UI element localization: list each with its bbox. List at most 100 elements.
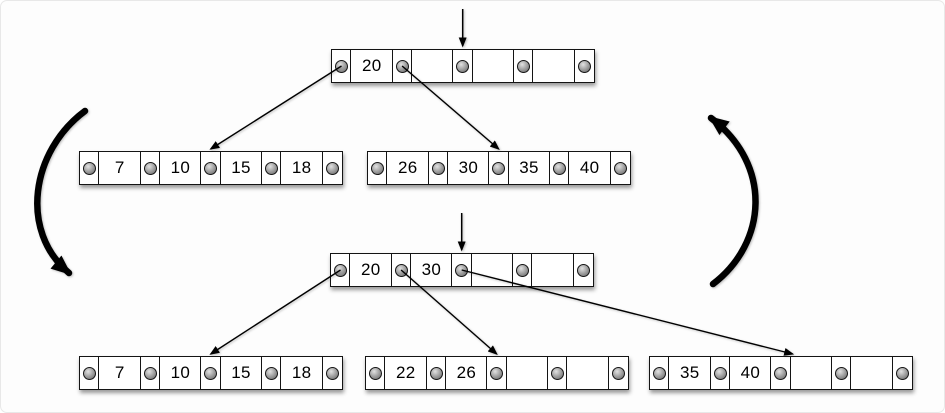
pointer-dot — [325, 161, 339, 175]
pointer-dot — [653, 366, 666, 380]
pointer-dot — [713, 366, 727, 380]
pointer-cell — [260, 151, 282, 185]
pointer-cell — [709, 356, 731, 390]
pointer-dot — [335, 59, 348, 73]
pointer-cell — [512, 49, 534, 83]
pointer-dot — [394, 263, 408, 277]
pointer-dot — [143, 161, 157, 175]
pointer-dot — [834, 366, 848, 380]
pointer-dot — [264, 161, 278, 175]
pointer-cell — [367, 151, 388, 185]
pointer-dot — [576, 263, 590, 277]
key-cell: 18 — [280, 356, 324, 390]
key-cell: 35 — [507, 151, 551, 185]
pointer-dot — [613, 161, 627, 175]
pointer-cell — [607, 356, 629, 390]
btree-node-leaf1b: 26 30 35 40 — [367, 151, 631, 185]
key-cell — [505, 356, 549, 390]
pointer-dot — [204, 366, 218, 380]
pointer-dot — [264, 366, 278, 380]
pointer-cell — [330, 253, 351, 287]
key-cell — [850, 356, 894, 390]
key-cell — [410, 49, 454, 83]
pointer-cell — [452, 49, 474, 83]
pointer-dot — [490, 366, 504, 380]
key-cell: 7 — [98, 151, 142, 185]
key-cell: 20 — [350, 49, 394, 83]
pointer-dot — [395, 59, 409, 73]
pointer-dot — [456, 59, 470, 73]
pointer-dot — [431, 161, 445, 175]
pointer-dot — [895, 366, 909, 380]
pointer-cell — [331, 49, 352, 83]
pointer-dot — [492, 161, 506, 175]
key-cell: 7 — [98, 356, 142, 390]
pointer-cell — [391, 49, 413, 83]
pointer-cell — [260, 356, 282, 390]
key-cell: 10 — [158, 151, 202, 185]
pointer-cell — [425, 356, 447, 390]
key-cell: 35 — [668, 356, 712, 390]
pointer-cell — [573, 49, 595, 83]
pointer-cell — [451, 253, 473, 287]
key-cell — [566, 356, 610, 390]
pointer-dot — [143, 366, 157, 380]
pointer-cell — [609, 151, 631, 185]
key-cell: 20 — [349, 253, 393, 287]
pointer-dot — [455, 263, 469, 277]
pointer-dot — [515, 263, 529, 277]
pointer-cell — [139, 356, 161, 390]
key-cell: 22 — [384, 356, 428, 390]
key-cell — [789, 356, 833, 390]
pointer-dot — [334, 263, 347, 277]
pointer-cell — [488, 151, 510, 185]
key-cell: 26 — [386, 151, 430, 185]
key-cell — [471, 49, 515, 83]
key-cell — [470, 253, 514, 287]
pointer-dot — [611, 366, 625, 380]
pointer-cell — [321, 356, 343, 390]
pointer-cell — [891, 356, 913, 390]
pointer-cell — [200, 151, 222, 185]
pointer-cell — [427, 151, 449, 185]
pointer-cell — [390, 253, 412, 287]
pointer-dot — [550, 366, 564, 380]
btree-node-leaf2b: 22 26 — [365, 356, 629, 390]
key-cell: 10 — [158, 356, 202, 390]
pointer-cell — [830, 356, 852, 390]
pointer-dot — [774, 366, 788, 380]
pointer-dot — [83, 161, 96, 175]
key-cell: 18 — [280, 151, 324, 185]
pointer-cell — [572, 253, 594, 287]
pointer-dot — [429, 366, 443, 380]
key-cell — [531, 253, 575, 287]
pointer-dot — [83, 366, 96, 380]
key-cell: 30 — [446, 151, 490, 185]
pointer-cell — [511, 253, 533, 287]
pointer-dot — [552, 161, 566, 175]
pointer-dot — [516, 59, 530, 73]
pointer-cell — [79, 356, 100, 390]
pointer-dot — [371, 161, 384, 175]
pointer-cell — [200, 356, 222, 390]
pointer-cell — [548, 151, 570, 185]
pointer-cell — [486, 356, 508, 390]
pointer-cell — [770, 356, 792, 390]
pointer-cell — [649, 356, 670, 390]
key-cell — [532, 49, 576, 83]
key-cell: 40 — [568, 151, 612, 185]
pointer-cell — [79, 151, 100, 185]
pointer-cell — [139, 151, 161, 185]
pointer-dot — [325, 366, 339, 380]
pointer-dot — [204, 161, 218, 175]
pointer-cell — [321, 151, 343, 185]
btree-node-leaf1a: 7 10 15 18 — [79, 151, 343, 185]
key-cell: 15 — [219, 151, 263, 185]
key-cell: 26 — [444, 356, 488, 390]
pointer-cell — [365, 356, 386, 390]
pointer-cell — [546, 356, 568, 390]
